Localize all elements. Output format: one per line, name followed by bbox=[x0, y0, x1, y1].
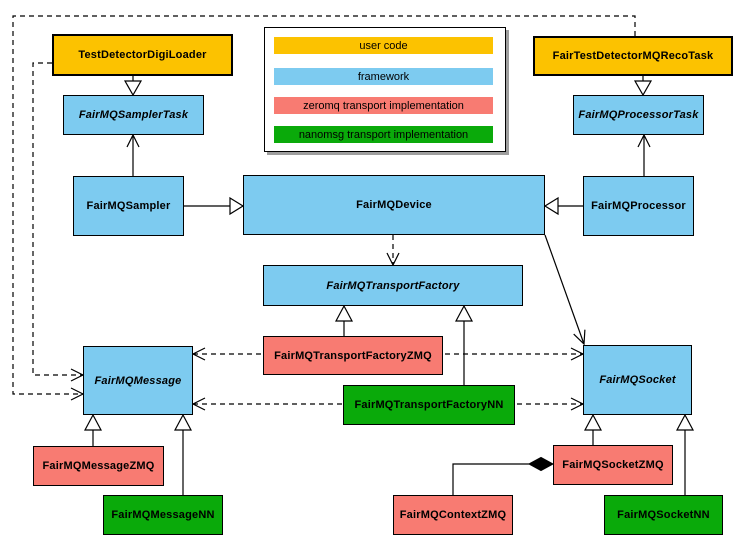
node-fair-mq-context-zmq: FairMQContextZMQ bbox=[393, 495, 513, 535]
node-label: FairMQMessageNN bbox=[111, 509, 215, 521]
node-label: FairMQSocket bbox=[599, 374, 676, 386]
hollow-triangle-icon bbox=[633, 80, 653, 97]
hollow-triangle-icon bbox=[335, 304, 353, 322]
node-fair-mq-processor: FairMQProcessor bbox=[583, 176, 694, 236]
node-label: FairMQDevice bbox=[356, 199, 432, 211]
node-fair-mq-transport-factory-nn: FairMQTransportFactoryNN bbox=[343, 385, 515, 425]
node-test-detector-digi-loader: TestDetectorDigiLoader bbox=[52, 34, 233, 76]
node-fair-mq-message: FairMQMessage bbox=[83, 346, 193, 415]
filled-diamond-icon bbox=[527, 456, 555, 472]
association-device-socket bbox=[544, 234, 585, 345]
legend-swatch-nanomsg: nanomsg transport implementation bbox=[274, 126, 493, 143]
node-fair-mq-message-zmq: FairMQMessageZMQ bbox=[33, 446, 164, 486]
dependency-digiloader-to-message bbox=[32, 62, 83, 376]
open-arrow-icon bbox=[191, 397, 206, 411]
node-label: FairMQSocketZMQ bbox=[562, 459, 664, 471]
dependency-recotask-to-message bbox=[12, 15, 636, 395]
hollow-triangle-icon bbox=[543, 196, 559, 216]
node-label: FairTestDetectorMQRecoTask bbox=[552, 50, 714, 62]
node-label: FairMQSamplerTask bbox=[78, 109, 189, 121]
node-fair-test-detector-mq-reco-task: FairTestDetectorMQRecoTask bbox=[533, 36, 733, 76]
open-arrow-icon bbox=[573, 329, 586, 346]
node-fair-mq-device: FairMQDevice bbox=[243, 175, 545, 235]
legend-swatch-zeromq: zeromq transport implementation bbox=[274, 97, 493, 114]
hollow-triangle-icon bbox=[229, 196, 245, 216]
composition-contextzmq-socketzmq bbox=[452, 463, 529, 495]
node-fair-mq-socket-nn: FairMQSocketNN bbox=[604, 495, 723, 535]
node-label: FairMQMessage bbox=[94, 374, 182, 387]
legend-swatch-framework: framework bbox=[274, 68, 493, 85]
open-arrow-icon bbox=[637, 133, 651, 148]
node-fair-mq-socket: FairMQSocket bbox=[583, 345, 692, 415]
legend-panel: user code framework zeromq transport imp… bbox=[264, 27, 506, 152]
node-label: FairMQTransportFactoryNN bbox=[354, 399, 504, 411]
node-label: FairMQProcessorTask bbox=[578, 109, 699, 121]
node-label: FairMQTransportFactoryZMQ bbox=[274, 349, 432, 362]
node-fair-mq-processor-task: FairMQProcessorTask bbox=[573, 95, 704, 135]
node-label: FairMQSocketNN bbox=[617, 509, 710, 521]
node-fair-mq-socket-zmq: FairMQSocketZMQ bbox=[553, 445, 673, 485]
legend-label: zeromq transport implementation bbox=[303, 99, 464, 112]
node-fair-mq-sampler-task: FairMQSamplerTask bbox=[63, 95, 204, 135]
legend-label: user code bbox=[359, 39, 408, 52]
node-label: FairMQContextZMQ bbox=[399, 509, 507, 521]
node-label: TestDetectorDigiLoader bbox=[78, 49, 207, 61]
legend-label: framework bbox=[357, 70, 410, 83]
hollow-triangle-icon bbox=[174, 413, 192, 431]
node-label: FairMQSampler bbox=[86, 200, 171, 212]
hollow-triangle-icon bbox=[84, 413, 102, 431]
node-label: FairMQProcessor bbox=[591, 200, 686, 212]
node-label: FairMQTransportFactory bbox=[326, 279, 460, 292]
legend-label: nanomsg transport implementation bbox=[298, 128, 469, 141]
hollow-triangle-icon bbox=[676, 413, 694, 431]
node-label: FairMQMessageZMQ bbox=[42, 460, 155, 472]
node-fair-mq-sampler: FairMQSampler bbox=[73, 176, 184, 236]
node-fair-mq-message-nn: FairMQMessageNN bbox=[103, 495, 223, 535]
hollow-triangle-icon bbox=[584, 413, 602, 431]
node-fair-mq-transport-factory: FairMQTransportFactory bbox=[263, 265, 523, 306]
hollow-triangle-icon bbox=[123, 80, 143, 97]
hollow-triangle-icon bbox=[455, 304, 473, 322]
legend-swatch-user-code: user code bbox=[274, 37, 493, 54]
open-arrow-icon bbox=[126, 133, 140, 148]
node-fair-mq-transport-factory-zmq: FairMQTransportFactoryZMQ bbox=[263, 336, 443, 375]
open-arrow-icon bbox=[191, 347, 206, 361]
